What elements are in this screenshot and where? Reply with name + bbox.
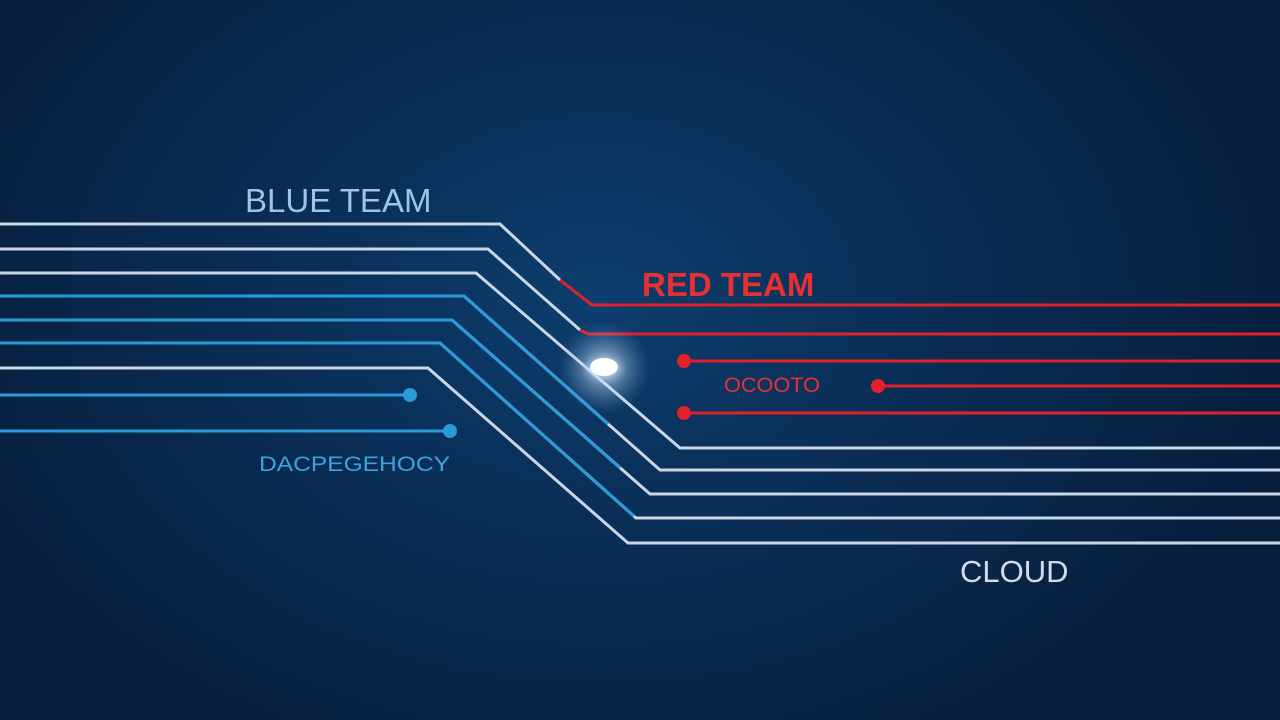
blue-small-label: DACPEGEHOCY <box>259 453 450 476</box>
white-trace-2 <box>0 247 581 332</box>
red-trace-node-1 <box>677 354 691 368</box>
cloud-label: CLOUD <box>960 554 1069 589</box>
blue-trace-1 <box>0 294 609 426</box>
blue-team-label: BLUE TEAM <box>245 182 431 219</box>
red-trace-node-2 <box>871 379 885 393</box>
blue-trace-node-1 <box>403 388 417 402</box>
blue-trace-node-2 <box>443 424 457 438</box>
red-trace-2 <box>579 328 1280 336</box>
red-trace-node-3 <box>677 406 691 420</box>
blue-trace-2 <box>0 318 621 470</box>
white-trace-7 <box>0 366 1280 545</box>
blue-trace-3 <box>0 341 635 518</box>
blue-traces <box>0 294 635 518</box>
central-glow <box>558 322 650 414</box>
red-small-label: OCOOTO <box>724 374 820 397</box>
glow-center <box>590 358 618 376</box>
red-team-label: RED TEAM <box>642 266 814 303</box>
white-trace-1 <box>0 222 562 282</box>
red-trace-1 <box>559 278 1280 307</box>
